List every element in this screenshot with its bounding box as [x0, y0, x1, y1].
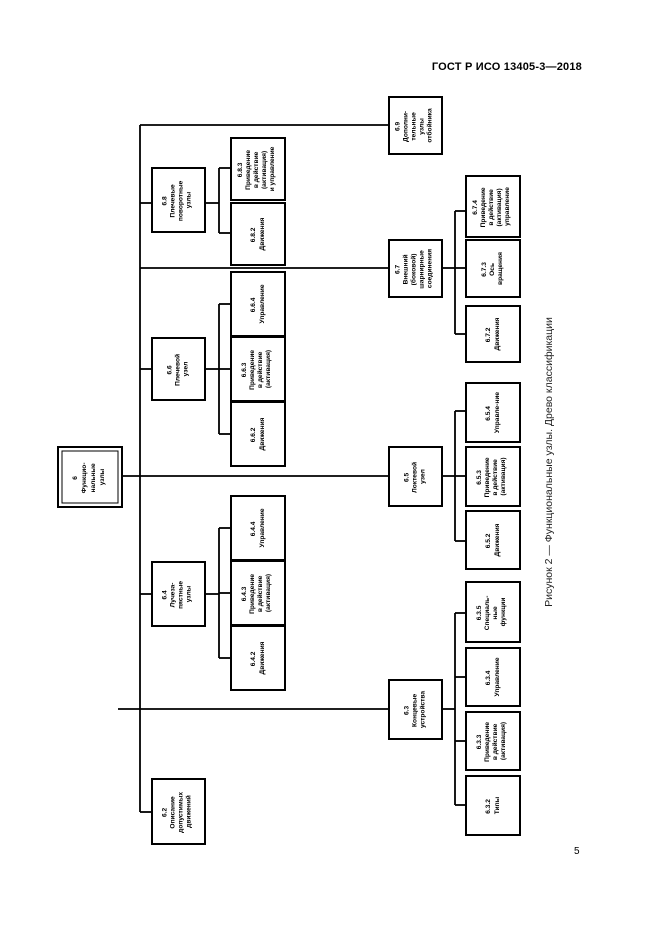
page-number: 5: [574, 846, 580, 857]
node-6-4-4: 6.4.4 Управление: [230, 495, 286, 561]
node-6-functional-units: 6 Функцио- нальные узлы: [57, 446, 123, 508]
svg-text:6.7.3 Ось: 6.7.3 Ось вращения: [481, 252, 504, 285]
svg-text:6.5.3 Приведение: 6.5.3 Приведение в действие (активация): [476, 456, 507, 498]
svg-text:6.6.3 Приведение: 6.6.3 Приведение в действие (активация): [241, 348, 272, 390]
node-6-4: 6.4 Лучеза- пястные узлы: [151, 561, 206, 627]
svg-text:6.8.2 Движения: 6.8.2 Движения: [250, 217, 266, 250]
svg-text:6.7.2 Движения: 6.7.2 Движения: [485, 317, 501, 350]
svg-text:6.5.2 Движения: 6.5.2 Движения: [485, 523, 501, 556]
svg-text:6.2 Описание: 6.2 Описание допустимых движений: [162, 790, 193, 833]
node-6-7: 6.7 Внешний (боковой) шарнирные соединен…: [388, 239, 443, 298]
node-6-3-5: 6.3.5 Специаль- ные функции: [465, 581, 521, 643]
tree-connectors: [118, 124, 466, 813]
node-6-7-2: 6.7.2 Движения: [465, 305, 521, 363]
node-6-6-3: 6.6.3 Приведение в действие (активация): [230, 336, 286, 402]
node-6-3-4: 6.3.4 Управление: [465, 647, 521, 707]
svg-text:6.6 Плечевой: 6.6 Плечевой узел: [167, 352, 190, 386]
svg-text:6.7 Внешний: 6.7 Внешний (боковой) шарнирные соединен…: [395, 248, 434, 288]
svg-text:6.5.4 Управле-ние: 6.5.4 Управле-ние: [485, 392, 501, 433]
svg-text:6.3.3 Приведение: 6.3.3 Приведение в действие (активация): [476, 720, 507, 762]
node-6-5-3: 6.5.3 Приведение в действие (активация): [465, 446, 521, 507]
node-6-7-4: 6.7.4 Приведение в действие (активация) …: [465, 175, 521, 238]
svg-text:6.7.4 Приведение: 6.7.4 Приведение в действие (активация) …: [472, 186, 511, 228]
svg-text:6.4.3 Приведение: 6.4.3 Приведение в действие (активация): [241, 572, 272, 614]
root-num: 6: [72, 476, 79, 480]
node-6-3-3: 6.3.3 Приведение в действие (активация): [465, 711, 521, 771]
svg-text:6.6.2 Движения: 6.6.2 Движения: [250, 417, 266, 450]
svg-text:6.3.4 Управление: 6.3.4 Управление: [485, 657, 501, 696]
node-6-8-3: 6.8.3 Приведение в действие (активация) …: [230, 137, 286, 201]
svg-text:6.3.5 Специаль-: 6.3.5 Специаль- ные функции: [476, 594, 507, 630]
node-6-3-2: 6.3.2 Типы: [465, 775, 521, 836]
node-6-6-4: 6.6.4 Управление: [230, 271, 286, 337]
node-6-6: 6.6 Плечевой узел: [151, 337, 206, 401]
node-6-4-2: 6.4.2 Движения: [230, 625, 286, 691]
node-6-9: 6.9 Дополни- тельные узлы отбойника: [388, 96, 443, 155]
node-6-label: 6 Функцио- нальные узлы: [72, 461, 106, 494]
node-6-6-2: 6.6.2 Движения: [230, 401, 286, 467]
svg-text:6.4 Лучеза-: 6.4 Лучеза- пястные узлы: [162, 579, 193, 609]
svg-text:6.6.4 Управление: 6.6.4 Управление: [250, 284, 266, 323]
svg-text:6.8 Плечевые: 6.8 Плечевые поворотные узлы: [162, 179, 193, 221]
standard-header: ГОСТ Р ИСО 13405-3—2018: [431, 61, 582, 73]
node-6-8-2: 6.8.2 Движения: [230, 202, 286, 266]
svg-text:6.4.4 Управление: 6.4.4 Управление: [250, 508, 266, 547]
svg-text:6.5 Локтевой: 6.5 Локтевой узел: [404, 460, 427, 493]
root-line-1: Функцио-: [81, 462, 88, 493]
root-line-2: нальные: [90, 463, 97, 493]
svg-text:6 Функцио-: 6 Функцио- нальные узлы: [72, 461, 106, 494]
node-6-8: 6.8 Плечевые поворотные узлы: [151, 167, 206, 233]
svg-text:6.8.3 Приведение: 6.8.3 Приведение в действие (активация) …: [237, 146, 276, 191]
node-6-7-3: 6.7.3 Ось вращения: [465, 239, 521, 298]
node-6-5-4: 6.5.4 Управле-ние: [465, 382, 521, 443]
svg-text:6.9 Дополни-: 6.9 Дополни- тельные узлы отбойника: [395, 108, 434, 143]
node-6-2: 6.2 Описание допустимых движений: [151, 778, 206, 845]
node-6-5-2: 6.5.2 Движения: [465, 510, 521, 570]
svg-text:6.3.2 Типы: 6.3.2 Типы: [485, 796, 501, 814]
svg-text:6.3 Концевые: 6.3 Концевые устройства: [404, 691, 427, 728]
node-6-4-3: 6.4.3 Приведение в действие (активация): [230, 560, 286, 626]
svg-text:6.4.2 Движения: 6.4.2 Движения: [250, 641, 266, 674]
node-6-5: 6.5 Локтевой узел: [388, 446, 443, 507]
node-6-3: 6.3 Концевые устройства: [388, 679, 443, 740]
root-line-3: узлы: [99, 468, 106, 485]
